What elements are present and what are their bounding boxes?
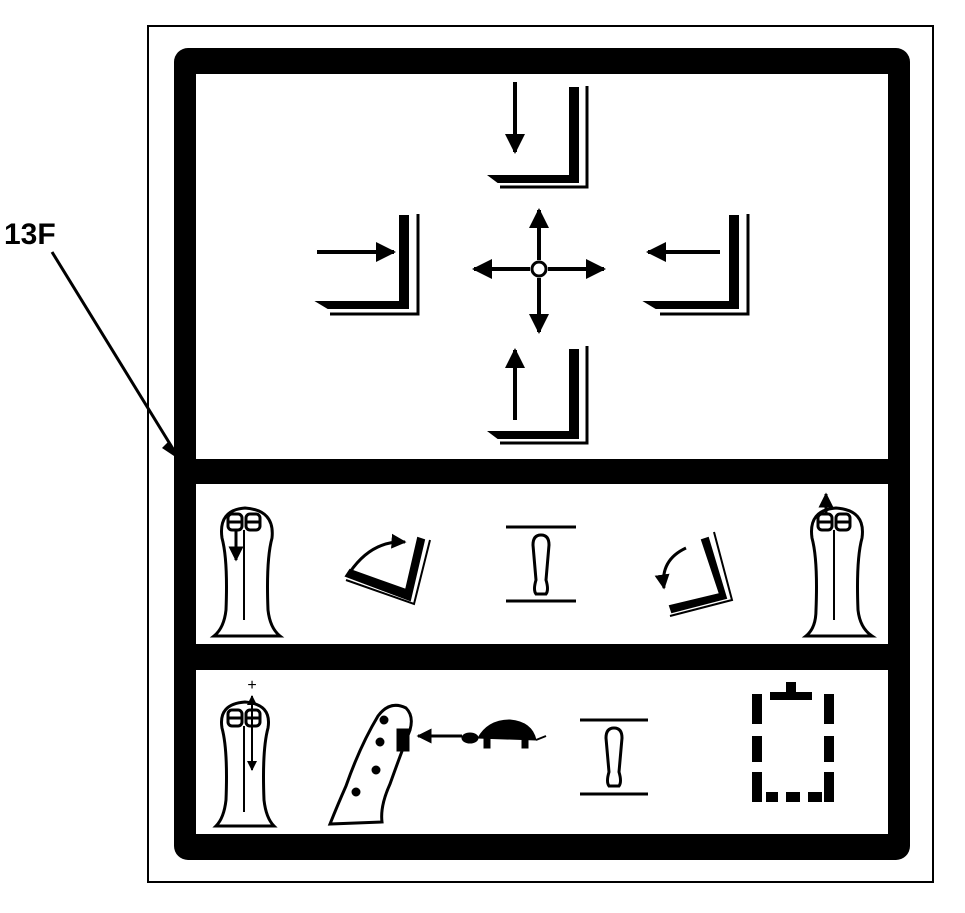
joystick-push-forward-icon [801,492,877,638]
fork-outline-dashed-icon [752,682,834,802]
fork-raise-icon [487,346,589,445]
outer-border [147,25,934,883]
plus-symbol: + [247,677,256,694]
fork-tilt-back-icon [642,214,750,316]
slow-speed-turtle-icon [461,719,547,749]
fork-tilt-down-icon [654,531,734,617]
lever-neutral-icon [580,718,648,796]
lever-neutral-icon [506,525,576,603]
joystick-pull-back-icon [209,506,285,638]
fork-lower-icon [487,82,589,189]
panel-top [196,74,888,459]
control-handle-icon [327,703,413,826]
joystick-direction-cross-icon [472,208,606,334]
fork-tilt-forward-icon [314,214,420,316]
panel-middle [196,484,888,644]
fork-tilt-up-icon [344,533,431,606]
joystick-plus-minus-icon [212,695,278,828]
callout-label: 13F [4,218,56,251]
minus-symbol: - [250,755,255,771]
callout-leader-line [50,251,180,458]
